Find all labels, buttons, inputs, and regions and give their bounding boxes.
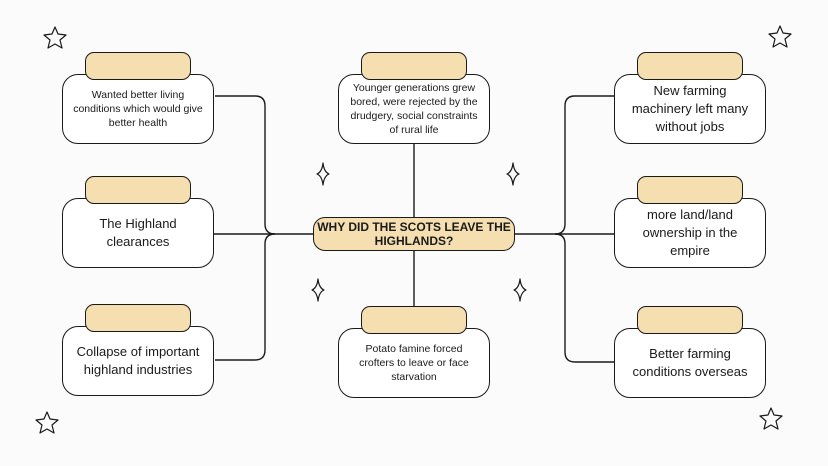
sparkle-icon: [506, 162, 520, 186]
reason-tab-right-top: [637, 52, 743, 80]
reason-box-left-top: Wanted better living conditions which wo…: [62, 74, 214, 144]
reason-tab-right-bottom: [637, 306, 743, 334]
reason-text: The Highland clearances: [99, 216, 177, 249]
central-question: WHY DID THE SCOTS LEAVE THE HIGHLANDS?: [313, 217, 515, 251]
star-outline-icon: [759, 407, 783, 430]
star-outline-icon: [43, 26, 67, 49]
reason-tab-left-bottom: [85, 304, 191, 332]
reason-box-right-mid: more land/land ownership in the empire: [614, 198, 766, 268]
star-outline-icon: [35, 411, 59, 434]
connector-left-top: [215, 95, 276, 235]
sparkle-icon: [513, 278, 527, 302]
reason-box-right-bottom: Better farming conditions overseas: [614, 328, 766, 398]
reason-text: Wanted better living conditions which wo…: [73, 89, 203, 129]
reason-tab-left-mid: [85, 176, 191, 204]
reason-box-left-mid: The Highland clearances: [62, 198, 214, 268]
reason-box-left-bottom: Collapse of important highland industrie…: [62, 326, 214, 396]
reason-text: New farming machinery left many without …: [631, 83, 749, 134]
central-question-text: WHY DID THE SCOTS LEAVE THE HIGHLANDS?: [317, 220, 511, 248]
reason-box-right-top: New farming machinery left many without …: [614, 74, 766, 144]
star-outline-icon: [768, 25, 792, 48]
reason-text: Collapse of important highland industrie…: [76, 344, 200, 377]
reason-text: Better farming conditions overseas: [632, 346, 748, 379]
sparkle-icon: [316, 162, 330, 186]
reason-text: Potato famine forced crofters to leave o…: [359, 343, 469, 383]
reason-tab-left-top: [85, 52, 191, 80]
reason-tab-right-mid: [637, 176, 743, 204]
sparkle-icon: [311, 278, 325, 302]
reason-text: Younger generations grew bored, were rej…: [350, 82, 478, 136]
connector-right-top: [554, 95, 614, 235]
reason-tab-bottom-center: [361, 306, 467, 334]
reason-box-top-center: Younger generations grew bored, were rej…: [338, 74, 490, 144]
reason-box-bottom-center: Potato famine forced crofters to leave o…: [338, 328, 490, 398]
reason-text: more land/land ownership in the empire: [642, 207, 738, 258]
connector-left-bottom: [215, 233, 276, 361]
reason-tab-top-center: [361, 52, 467, 80]
connector-right-bottom: [554, 233, 614, 363]
